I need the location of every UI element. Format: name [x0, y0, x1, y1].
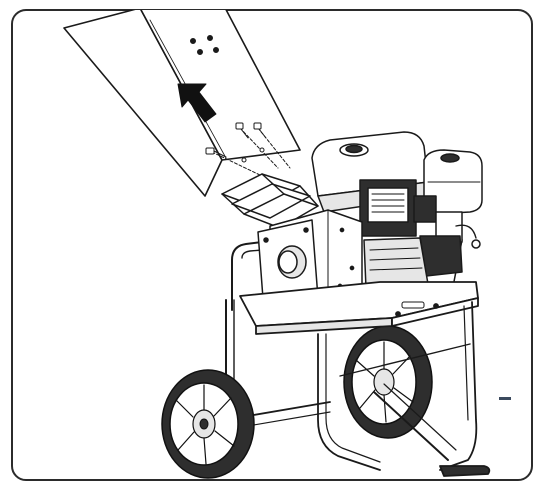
mounting-bracket — [221, 173, 319, 229]
engine — [311, 131, 483, 293]
arrow-up-left-icon — [177, 83, 217, 123]
wheel-icon — [343, 325, 433, 439]
edge-dash — [499, 397, 511, 400]
discharge-chute — [63, 10, 301, 197]
bolt-icon — [253, 122, 267, 139]
bolt-icon — [235, 122, 249, 139]
wheel-icon — [161, 369, 255, 479]
bolt-icon — [205, 147, 227, 158]
assembly-bolts — [205, 122, 291, 177]
frame — [235, 281, 491, 477]
